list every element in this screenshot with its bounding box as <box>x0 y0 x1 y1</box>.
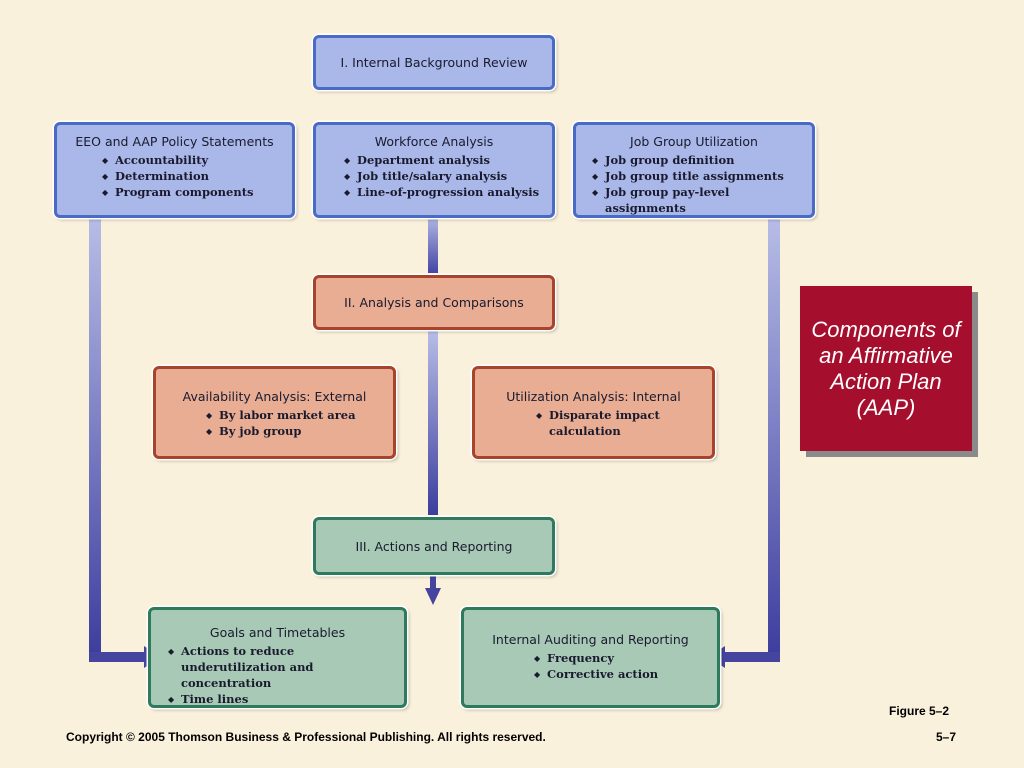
connector-actions-down <box>425 576 441 605</box>
figure-label: Figure 5–2 <box>889 704 950 718</box>
component-availability-analysis: Availability Analysis: External By labor… <box>153 366 396 459</box>
component-title: Availability Analysis: External <box>182 389 367 404</box>
page-number: 5–7 <box>936 730 957 744</box>
component-title: Workforce Analysis <box>374 134 494 149</box>
component-utilization-analysis: Utilization Analysis: Internal Disparate… <box>472 366 715 459</box>
bullet: Accountability <box>102 152 292 168</box>
component-goals-and-timetables: Goals and Timetables Actions to reduce u… <box>148 607 407 708</box>
connector-workforce-to-analysis <box>428 218 438 273</box>
component-eeo-aap-policy: EEO and AAP Policy Statements Accountabi… <box>54 122 295 218</box>
connector-jobgroup-to-auditing <box>709 218 780 668</box>
bullet: Department analysis <box>344 152 552 168</box>
bullet: By labor market area <box>206 407 393 423</box>
connector-eeo-to-goals <box>89 218 160 668</box>
section-label: III. Actions and Reporting <box>355 538 513 554</box>
bullet: Disparate impact calculation <box>536 407 666 439</box>
bullet: Line-of-progression analysis <box>344 184 552 200</box>
section-actions-and-reporting: III. Actions and Reporting <box>313 517 555 575</box>
component-title: Job Group Utilization <box>630 134 758 149</box>
bullet: By job group <box>206 423 393 439</box>
component-title: Utilization Analysis: Internal <box>506 389 681 404</box>
bullet: Frequency <box>534 650 717 666</box>
component-job-group-utilization: Job Group Utilization Job group definiti… <box>573 122 815 218</box>
section-label: II. Analysis and Comparisons <box>344 295 524 310</box>
section-internal-background-review: I. Internal Background Review <box>313 35 555 90</box>
bullet: Job title/salary analysis <box>344 168 552 184</box>
copyright-notice: Copyright © 2005 Thomson Business & Prof… <box>66 730 546 744</box>
bullet: Time lines <box>168 691 393 707</box>
bullet: Job group definition <box>592 152 812 168</box>
bullet: Job group pay-level assignments <box>592 184 812 216</box>
slide-title-panel: Components of an Affirmative Action Plan… <box>800 286 972 451</box>
bullet: Corrective action <box>534 666 717 682</box>
component-internal-auditing: Internal Auditing and Reporting Frequenc… <box>461 607 720 708</box>
slide-title: Components of an Affirmative Action Plan… <box>811 316 961 420</box>
bullet: Actions to reduce underutilization and c… <box>168 643 393 691</box>
component-title: Goals and Timetables <box>209 625 346 640</box>
component-workforce-analysis: Workforce Analysis Department analysis J… <box>313 122 555 218</box>
component-title: EEO and AAP Policy Statements <box>75 134 274 149</box>
bullet: Job group title assignments <box>592 168 812 184</box>
section-label: I. Internal Background Review <box>340 55 528 70</box>
bullet: Program components <box>102 184 292 200</box>
section-analysis-and-comparisons: II. Analysis and Comparisons <box>313 275 555 330</box>
component-title: Internal Auditing and Reporting <box>492 632 689 647</box>
bullet: Determination <box>102 168 292 184</box>
connector-analysis-to-actions <box>428 331 438 515</box>
